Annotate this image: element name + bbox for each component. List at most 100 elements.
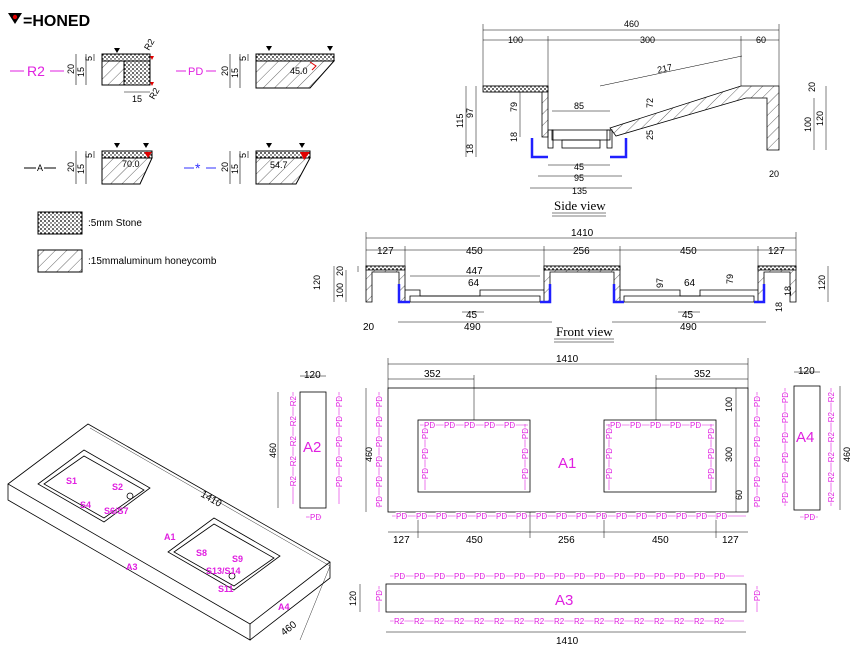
a2-right-pd-tag: PD — [335, 476, 344, 487]
svg-text:120: 120 — [815, 111, 825, 126]
edge-detail-a: A 70.0 20 15 5 — [24, 143, 153, 185]
honed-label: =HONED — [23, 13, 90, 30]
panel-a1 — [365, 358, 749, 538]
svg-text:1410: 1410 — [199, 489, 224, 510]
a1-sink-right-pd-tag: PD — [670, 421, 681, 430]
a3-bottom-r2-tag: R2 — [554, 617, 565, 626]
svg-text:352: 352 — [694, 369, 711, 380]
svg-text:120: 120 — [817, 275, 827, 290]
a1-sink-left-pd-tag: PD — [504, 421, 515, 430]
svg-text:18: 18 — [783, 286, 793, 296]
svg-text:100: 100 — [724, 397, 734, 412]
svg-text:20: 20 — [220, 66, 230, 76]
a2-right-pd-tag: PD — [335, 416, 344, 427]
svg-text:20: 20 — [220, 162, 230, 172]
panel-a3 — [359, 583, 747, 633]
a4-bottom-pd-tag: PD — [804, 513, 815, 522]
a3-top-pd-tag: PD — [714, 572, 725, 581]
iso-view — [7, 423, 331, 641]
svg-text:490: 490 — [680, 322, 697, 333]
a3-bottom-r2-tag: R2 — [614, 617, 625, 626]
a3-bottom-r2-tag: R2 — [714, 617, 725, 626]
a1-sink-left-l-pd-tag: PD — [421, 468, 430, 479]
svg-text:64: 64 — [468, 278, 480, 289]
svg-text:120: 120 — [798, 366, 815, 377]
a1-sink-left-pd-tag: PD — [444, 421, 455, 430]
svg-text:15: 15 — [76, 67, 86, 77]
svg-text:20: 20 — [335, 266, 345, 276]
a1-sink-left-l-pd-tag: PD — [421, 448, 430, 459]
front-view-title: Front view — [556, 324, 613, 339]
a1-right-pd-tag: PD — [753, 416, 762, 427]
a3-top-pd-tag: PD — [554, 572, 565, 581]
svg-text:120: 120 — [312, 275, 322, 290]
a1-sink-right-pd-tag: PD — [690, 421, 701, 430]
a1-left-pd-tag: PD — [375, 456, 384, 467]
a1-bottom-pd-tag: PD — [576, 512, 587, 521]
svg-text:1410: 1410 — [556, 354, 579, 365]
a3-bottom-r2-tag: R2 — [474, 617, 485, 626]
svg-text:97: 97 — [465, 108, 475, 118]
panel-a3-label: A3 — [555, 592, 573, 609]
svg-text:60: 60 — [734, 490, 744, 500]
a3-top-pd-tag: PD — [454, 572, 465, 581]
a3-top-pd-tag: PD — [434, 572, 445, 581]
iso-label-s9: S9 — [232, 554, 243, 564]
svg-text:20: 20 — [66, 162, 76, 172]
svg-text:20: 20 — [66, 64, 76, 74]
a1-right-pd-tag: PD — [753, 436, 762, 447]
a2-bottom-pd-tag: PD — [310, 513, 321, 522]
svg-text:60: 60 — [756, 35, 766, 45]
a1-sink-left-pd-tag: PD — [484, 421, 495, 430]
a1-left-pd-tag: PD — [375, 436, 384, 447]
svg-text:460: 460 — [268, 443, 278, 458]
a4-right-r2-tag: R2 — [827, 431, 836, 442]
panel-a1-label: A1 — [558, 455, 576, 472]
a3-top-pd-tag: PD — [514, 572, 525, 581]
edge-detail-r2: R2 20 15 5 15 R2 R2 — [10, 37, 161, 104]
side-view-title: Side view — [554, 198, 606, 213]
edge-detail-pd: PD 45.0 20 15 5 — [176, 46, 336, 89]
svg-text:15: 15 — [132, 94, 142, 104]
a1-bottom-pd-tag: PD — [676, 512, 687, 521]
edge-pd-tag: PD — [188, 66, 203, 78]
a3-top-pd-tag: PD — [594, 572, 605, 581]
iso-label-s13-s14: S13/S14 — [206, 566, 241, 576]
iso-label-s4: S4 — [80, 500, 91, 510]
svg-text:72: 72 — [645, 98, 655, 108]
a3-bottom-r2-tag: R2 — [694, 617, 705, 626]
panel-a4 — [793, 371, 841, 511]
svg-text:45: 45 — [682, 310, 694, 321]
a1-bottom-pd-tag: PD — [436, 512, 447, 521]
a1-bottom-pd-tag: PD — [656, 512, 667, 521]
svg-text:127: 127 — [768, 246, 785, 257]
legend: =HONED :5mm Stone :15mmaluminum honeycom… — [8, 13, 217, 273]
iso-label-s2: S2 — [112, 482, 123, 492]
a1-sink-right-l-pd-tag: PD — [605, 468, 614, 479]
a1-bottom-pd-tag: PD — [696, 512, 707, 521]
iso-label-s8: S8 — [196, 548, 207, 558]
a3-bottom-r2-tag: R2 — [634, 617, 645, 626]
svg-text:447: 447 — [466, 266, 483, 277]
svg-text:100: 100 — [335, 283, 345, 298]
a1-sink-left-r-pd-tag: PD — [521, 428, 530, 439]
svg-text:460: 460 — [624, 19, 639, 29]
a4-left-pd-tag: PD — [781, 452, 790, 463]
a1-left-pd-tag: PD — [375, 476, 384, 487]
svg-text:5: 5 — [238, 153, 248, 158]
svg-text:95: 95 — [574, 173, 584, 183]
a2-right-pd-tag: PD — [335, 456, 344, 467]
svg-text:127: 127 — [393, 535, 410, 546]
svg-text:450: 450 — [466, 535, 483, 546]
iso-label-a4: A4 — [278, 602, 290, 612]
a3-top-pd-tag: PD — [414, 572, 425, 581]
svg-text:79: 79 — [725, 274, 735, 284]
a4-left-pd-tag: PD — [781, 392, 790, 403]
edge-star-tag: * — [195, 160, 201, 176]
a1-right-pd-tag: PD — [753, 456, 762, 467]
edge-detail-star: * 54.7 20 15 5 — [184, 143, 311, 185]
a1-bottom-pd-tag: PD — [716, 512, 727, 521]
svg-text:25: 25 — [645, 130, 655, 140]
a3-top-pd-tag: PD — [614, 572, 625, 581]
a2-left-r2-tag: R2 — [289, 475, 298, 486]
